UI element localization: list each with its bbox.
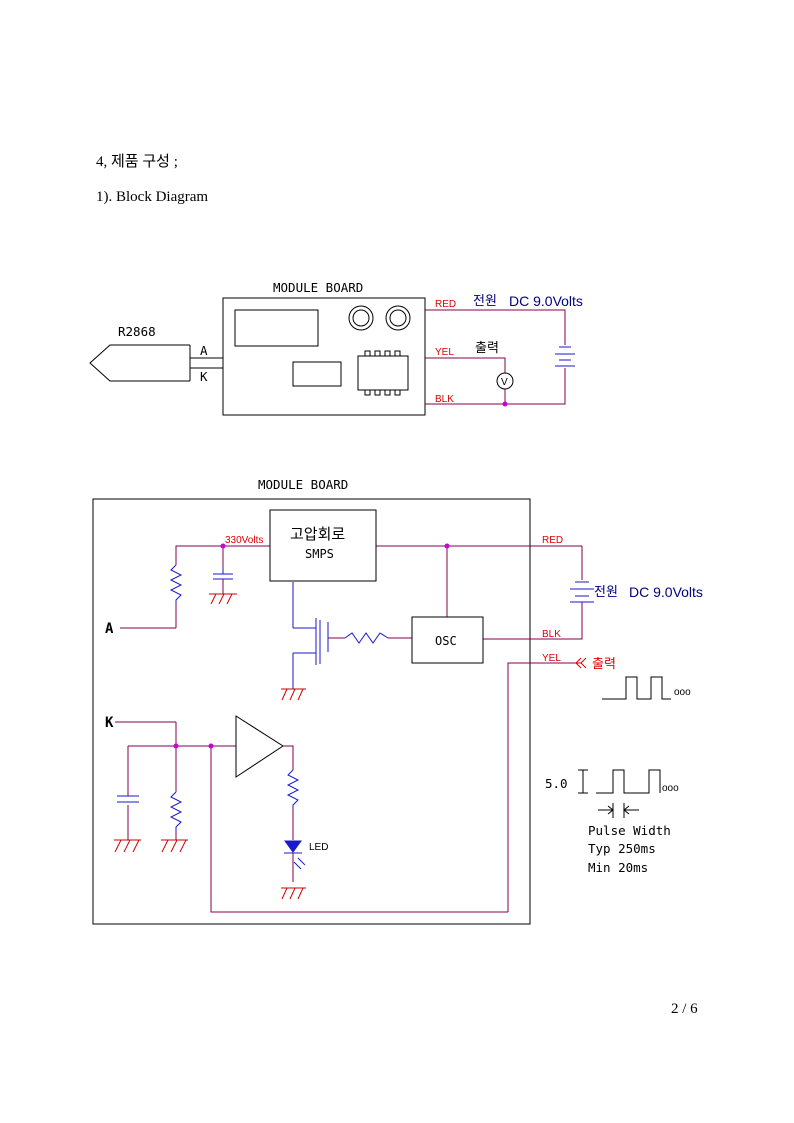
ground-icon [281,688,306,701]
components [117,564,594,832]
smps-label-en: SMPS [305,547,334,561]
section-title: 4, 제품 구성 ; [96,154,178,170]
power-label-dc: DC 9.0Volts [509,293,583,309]
capacitor-icon [117,795,139,803]
small-component-block [292,361,342,387]
wire-yel-label: YEL [435,347,454,358]
wire-blk-label: BLK [435,394,454,405]
hv-wiring [115,545,583,913]
pin-a-label-2: A [105,621,114,637]
power-label-ko: 전원 [473,293,497,308]
display-block [234,309,319,347]
timing-waveform [578,769,661,818]
junction-nodes [173,543,450,749]
led-icon [284,840,306,870]
ground-icon [281,887,306,900]
ic-chip [357,350,409,396]
battery-symbol-2 [570,581,594,603]
diagram-1: MODULE BOARD R2868 [89,280,583,416]
power-label-dc-2: DC 9.0Volts [629,584,703,600]
power-label-ko-2: 전원 [594,584,618,599]
trim-pot-right [385,305,411,331]
min-label: Min 20ms [588,860,648,875]
resistor-icon [286,769,300,808]
resistor-icon [169,564,183,604]
output-wiring [425,309,566,405]
waveform-ellipsis-1: ooo [674,687,691,698]
pulse-width-label: Pulse Width [588,823,671,838]
output-label-2: 출력 [592,656,616,671]
wire-red-label: RED [435,299,456,310]
voltmeter-label: V [501,377,508,388]
output-label: 출력 [475,340,499,355]
mosfet-icon [292,582,329,689]
osc-block [411,616,484,664]
voltmeter-symbol: V [496,372,514,390]
wire-blk-label-2: BLK [542,629,561,640]
voltage-label: 330Volts [225,535,263,546]
junction-node [502,401,508,407]
diagram-2: MODULE BOARD [92,477,703,925]
ground-symbols [114,593,306,900]
led-label: LED [309,842,328,853]
module-board-frame [92,498,531,925]
wire-red-label-2: RED [542,535,563,546]
capacitor-icon [213,568,233,580]
pin-a-label: A [200,343,208,358]
waveform-ellipsis-2: ooo [662,783,679,794]
module-board-label: MODULE BOARD [273,280,363,295]
pin-k-label-2: K [105,715,114,731]
ground-icon [161,839,188,853]
smps-label-ko: 고압회로 [290,526,345,543]
output-waveform [602,676,671,700]
sensor-label: R2868 [118,324,156,339]
battery-symbol [555,346,575,367]
amplifier-icon [235,715,284,778]
amplitude-label: 5.0 [545,776,568,791]
wire-yel-label-2: YEL [542,653,561,664]
trim-pot-left [348,305,374,331]
resistor-icon [344,632,389,644]
ground-icon [114,839,141,853]
subsection-title: 1). Block Diagram [96,189,209,205]
module-board-label-2: MODULE BOARD [258,477,348,492]
sensor-probe [89,344,223,382]
osc-label: OSC [435,634,457,648]
typ-label: Typ 250ms [588,841,656,856]
module-board-box [222,297,426,416]
resistor-icon [169,791,183,832]
smps-block [269,509,377,582]
output-arrow-icon [575,657,587,669]
ground-icon [209,593,237,605]
pin-k-label: K [200,369,208,384]
page-number: 2 / 6 [671,1001,698,1017]
